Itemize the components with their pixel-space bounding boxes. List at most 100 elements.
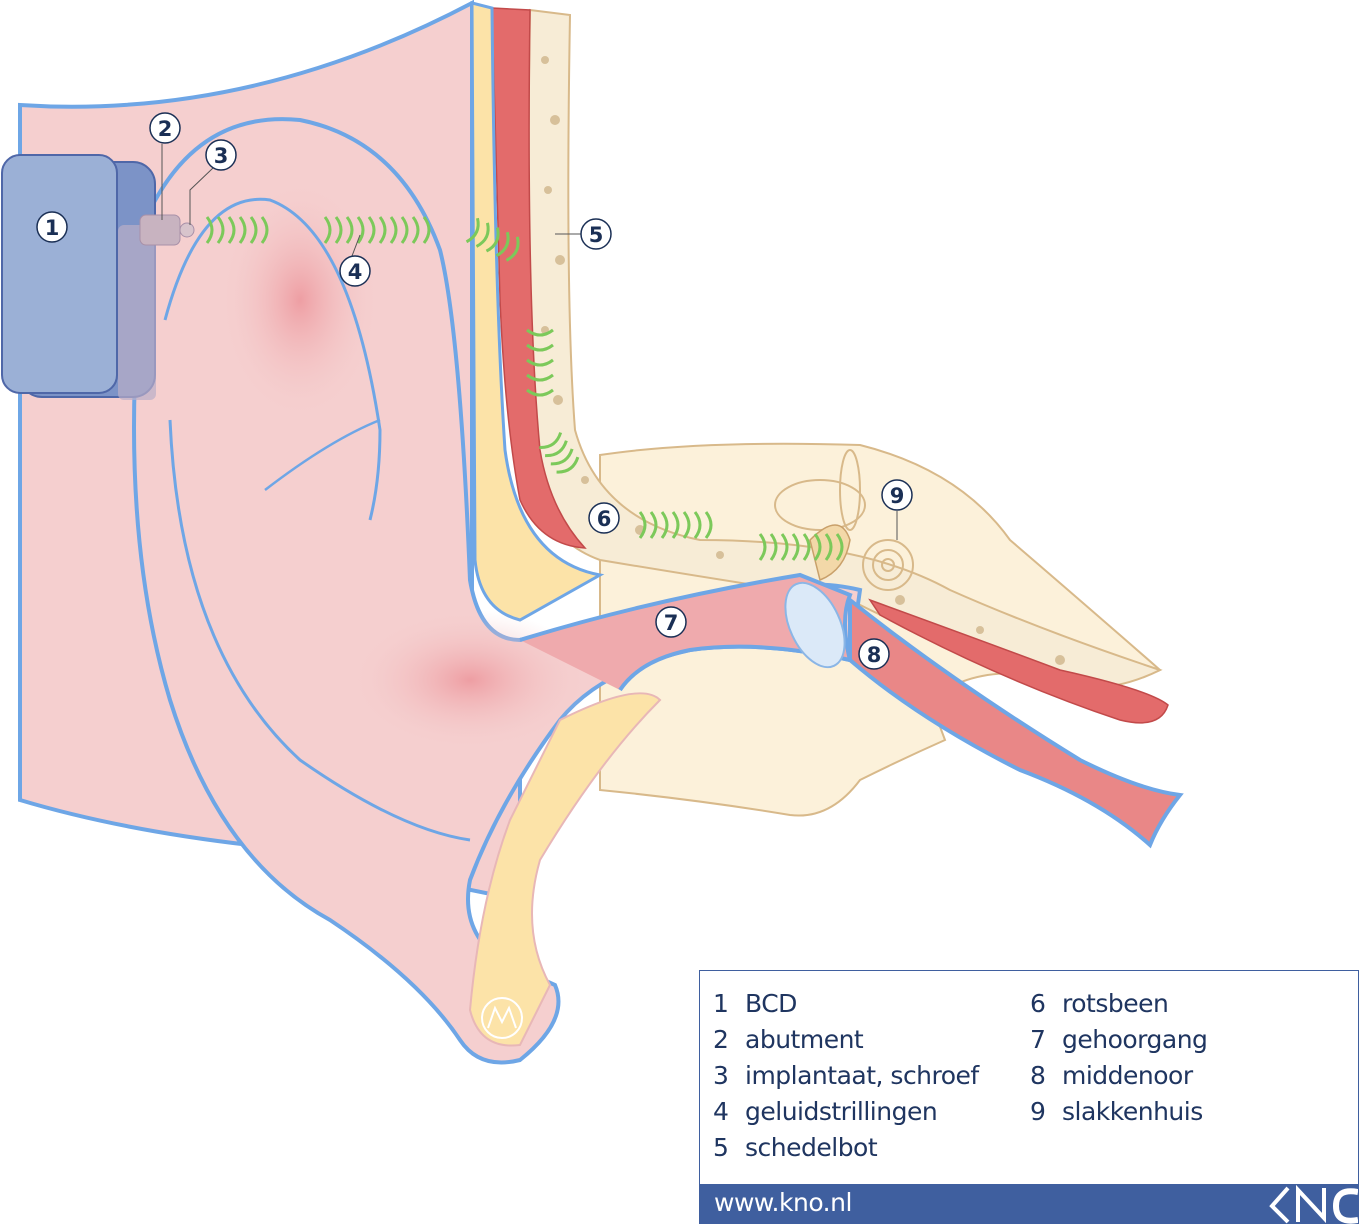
legend-number: 9 (1030, 1097, 1046, 1126)
lobe-cartilage (468, 692, 662, 1047)
wave-arc (495, 231, 510, 258)
legend-label: gehoorgang (1062, 1025, 1208, 1054)
callout-number: 8 (867, 643, 882, 667)
legend-right-column: 6 rotsbeen 7 gehoorgang 8 middenoor 9 slakkenhu… (1030, 989, 1208, 1133)
wave-arc (389, 216, 398, 244)
legend-label: rotsbeen (1062, 989, 1169, 1018)
callout-number: 6 (597, 507, 612, 531)
wave-arc (227, 216, 236, 244)
legend-number: 5 (713, 1133, 729, 1162)
wave-arc (378, 216, 387, 244)
wave-arc (526, 373, 554, 382)
callout-circle (205, 139, 237, 171)
leader-lines (161, 144, 898, 540)
wave-arc (704, 511, 713, 539)
wave-arc (780, 533, 789, 561)
implant-screw (179, 222, 195, 238)
callout-4: 4 (339, 255, 371, 287)
callout-circle (655, 606, 687, 638)
eustachian-tube (848, 595, 1184, 849)
footer-bar: www.kno.nl (700, 1184, 1358, 1224)
legend-number: 1 (713, 989, 729, 1018)
wave-arc (526, 358, 554, 367)
wave-arc (422, 216, 431, 244)
callout-circle (149, 112, 181, 144)
callout-circle (858, 638, 890, 670)
legend-label: slakkenhuis (1062, 1097, 1203, 1126)
wave-arc (682, 511, 691, 539)
legend-number: 8 (1030, 1061, 1046, 1090)
legend-item: 4 geluidstrillingen (713, 1097, 979, 1133)
wave-arc (526, 328, 554, 337)
wave-arc (216, 216, 225, 244)
callout-2: 2 (149, 112, 181, 144)
callout-number: 7 (664, 611, 679, 635)
callout-8: 8 (858, 638, 890, 670)
legend-item: 5 schedelbot (713, 1133, 979, 1169)
callout-number: 4 (348, 260, 363, 284)
ear-shading (220, 180, 380, 420)
wave-arc (693, 511, 702, 539)
wave-arc (550, 448, 574, 466)
legend-number: 4 (713, 1097, 729, 1126)
wave-arc (835, 533, 844, 561)
callout-number: 3 (214, 144, 229, 168)
wave-arc (400, 216, 409, 244)
callout-7: 7 (655, 606, 687, 638)
wave-arc (638, 511, 647, 539)
wave-arc (545, 440, 568, 458)
legend-number: 6 (1030, 989, 1046, 1018)
wave-arc (485, 227, 500, 253)
callout-3: 3 (205, 139, 237, 171)
callout-9: 9 (881, 479, 913, 511)
legend-item: 8 middenoor (1030, 1061, 1207, 1097)
legend-label: middenoor (1062, 1061, 1193, 1090)
website-link[interactable]: www.kno.nl (714, 1188, 852, 1217)
wave-arc (526, 388, 554, 397)
wave-arc (323, 216, 332, 244)
subcutaneous-layer (470, 1, 605, 622)
legend-item: 2 abutment (713, 1025, 979, 1061)
legend-item: 7 gehoorgang (1030, 1025, 1208, 1061)
callout-circle (36, 211, 68, 243)
callout-1: 1 (36, 211, 68, 243)
wave-arc (791, 533, 800, 561)
legend-item: 6 rotsbeen (1030, 989, 1207, 1025)
muscle-lower (868, 598, 1169, 724)
antihelix (163, 197, 382, 521)
ear-fold-2 (264, 418, 381, 491)
legend-label: schedelbot (745, 1133, 878, 1162)
wave-arc (411, 216, 420, 244)
legend-item: 9 slakkenhuis (1030, 1097, 1207, 1133)
bcd-device (1, 154, 118, 394)
wave-arc (205, 216, 214, 244)
wave-arc (334, 216, 343, 244)
legend-label: implantaat, schroef (745, 1061, 979, 1090)
wave-arc (813, 533, 822, 561)
legend-number: 7 (1030, 1025, 1046, 1054)
callout-circle (588, 502, 620, 534)
lobe-logo-mark (481, 997, 523, 1039)
wave-arc (475, 222, 490, 248)
legend-number: 2 (713, 1025, 729, 1054)
wave-arc (824, 533, 833, 561)
legend-label: BCD (745, 989, 797, 1018)
wave-arc (758, 533, 767, 561)
cochlea (774, 449, 914, 591)
wave-arc (249, 216, 258, 244)
wave-arc (649, 511, 658, 539)
callout-number: 1 (45, 216, 60, 240)
wave-arc (505, 236, 520, 262)
wave-arc (556, 456, 580, 474)
legend-item: 1 BCD (713, 989, 979, 1025)
wave-arc (465, 217, 480, 244)
legend-label: abutment (745, 1025, 864, 1054)
abutment (139, 214, 181, 246)
wave-arc (260, 216, 269, 244)
wave-arc (345, 216, 354, 244)
callout-number: 9 (890, 484, 905, 508)
legend-label: geluidstrillingen (745, 1097, 938, 1126)
